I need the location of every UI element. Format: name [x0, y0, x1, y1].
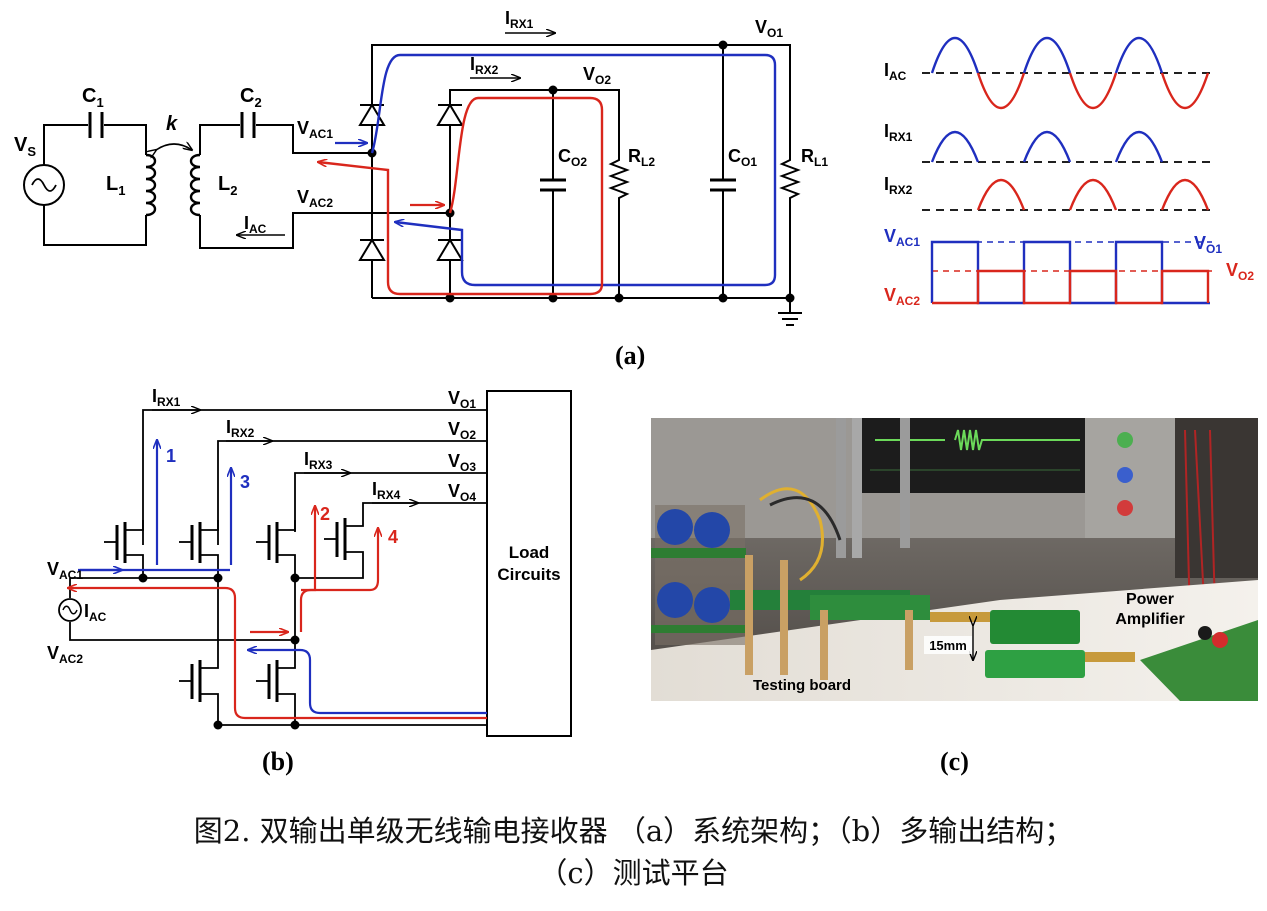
tx-coil-pcb	[985, 650, 1085, 678]
label-irx2: IRX2	[470, 54, 499, 77]
panel-a-circuit	[23, 33, 802, 326]
path-number-3: 3	[240, 472, 250, 492]
label-vac2: VAC2	[297, 187, 333, 210]
oscilloscope-screen	[860, 418, 1085, 493]
figure-caption: 图2. 双输出单级无线输电接收器 （a）系统架构；（b）多输出结构； （c）测试…	[0, 810, 1267, 894]
b-label-vo1: VO1	[448, 388, 476, 411]
wave-label-irx2: IRX2	[884, 174, 913, 197]
b-label-iac: IAC	[84, 601, 107, 624]
wave-label-vac1: VAC1	[884, 226, 920, 249]
label-vo1: VO1	[755, 17, 783, 40]
label-vo2: VO2	[583, 64, 611, 87]
rx-coil-pcb	[990, 610, 1080, 644]
b-label-vo2: VO2	[448, 419, 476, 442]
waveform-panel	[922, 37, 1212, 305]
wave-label-vac2: VAC2	[884, 285, 920, 308]
b-label-vac1: VAC1	[47, 559, 83, 582]
wave-label-vo2: VO2	[1226, 260, 1254, 283]
label-power-line1: Power	[1126, 591, 1174, 608]
label-co2: CO2	[558, 146, 587, 169]
transistor-m4	[295, 518, 364, 579]
label-c2: C2	[240, 85, 262, 110]
label-irx1: IRX1	[505, 8, 534, 31]
transistor-m6	[256, 578, 296, 725]
label-co1: CO1	[728, 146, 757, 169]
panel-a-caption: (a)	[615, 341, 645, 370]
panel-b-caption: (b)	[262, 747, 294, 776]
load-label-line2: Circuits	[497, 565, 560, 584]
b-label-vo3: VO3	[448, 451, 476, 474]
b-label-vac2: VAC2	[47, 643, 83, 666]
panel-a-labels: VS C1 C2 L1 L2 k VAC1 VAC2 IAC IRX1 IRX2…	[14, 8, 828, 236]
transistor-m5	[179, 578, 219, 725]
label-rl2: RL2	[628, 146, 655, 169]
panel-b-circuit	[58, 390, 572, 737]
label-iac: IAC	[244, 213, 267, 236]
panel-c-photo	[651, 418, 1258, 701]
label-power-line2: Amplifier	[1115, 611, 1184, 628]
label-testing-board: Testing board	[753, 677, 851, 694]
panel-c-labels: 15mm Testing board Power Amplifier	[753, 591, 1185, 694]
transistor-m2	[256, 520, 296, 578]
label-l2: L2	[218, 173, 237, 198]
path-number-1: 1	[166, 446, 176, 466]
label-c1: C1	[82, 85, 104, 110]
wave-label-irx1: IRX1	[884, 121, 913, 144]
panel-c-caption: (c)	[940, 747, 969, 776]
label-k: k	[166, 113, 178, 135]
wave-label-vo1: VO1	[1194, 233, 1222, 256]
panel-b-labels: IRX1 IRX2 IRX3 IRX4 VO1 VO2 VO3 VO4 VAC1…	[47, 386, 561, 666]
label-vs: VS	[14, 134, 36, 159]
load-label-line1: Load	[509, 543, 550, 562]
caption-line-1: 图2. 双输出单级无线输电接收器 （a）系统架构；（b）多输出结构；	[193, 814, 1074, 848]
path-number-4: 4	[388, 527, 398, 547]
label-rl1: RL1	[801, 146, 828, 169]
b-label-vo4: VO4	[448, 481, 476, 504]
path-number-2: 2	[320, 504, 330, 524]
label-l1: L1	[106, 173, 125, 198]
b-label-irx4: IRX4	[372, 479, 401, 502]
b-label-irx3: IRX3	[304, 449, 333, 472]
caption-line-2: （c）测试平台	[538, 856, 729, 890]
b-label-irx1: IRX1	[152, 386, 181, 409]
label-vac1: VAC1	[297, 118, 333, 141]
b-label-irx2: IRX2	[226, 417, 255, 440]
label-15mm: 15mm	[929, 638, 967, 653]
waveform-labels: IAC IRX1 IRX2 VAC1 VAC2 VO1 VO2	[884, 60, 1254, 308]
wave-label-iac: IAC	[884, 60, 907, 83]
